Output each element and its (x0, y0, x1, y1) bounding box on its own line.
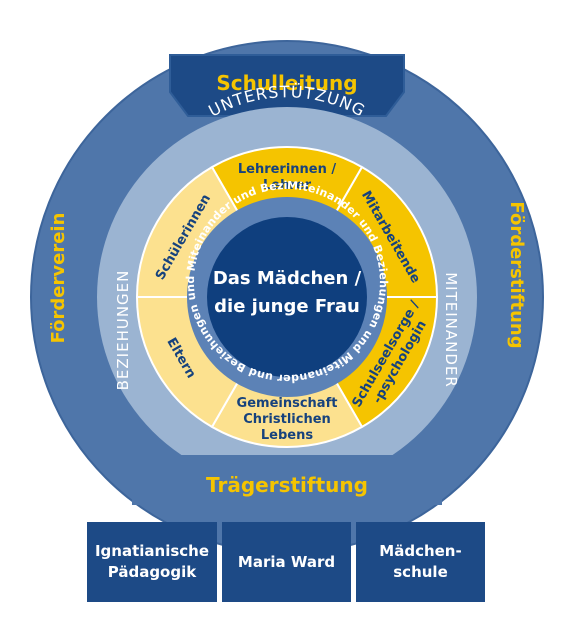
foerderstiftung-label: Förderstiftung (506, 201, 527, 348)
schulleitung-label: Schulleitung (216, 71, 357, 95)
schulleitung-banner (169, 54, 405, 117)
segment-label-lehrer: Lehrerinnen /Lehrer (238, 162, 337, 193)
beziehungen-label: BEZIEHUNGEN (114, 270, 132, 391)
pillar-ignatianische-paedagogik: Ignatianische Pädagogik (87, 522, 217, 602)
miteinander-label: MITEINANDER (442, 272, 460, 388)
pillar-maria-ward: Maria Ward (222, 522, 351, 602)
support-ring-gap (132, 455, 442, 505)
center-label-line1: Das Mädchen / (213, 268, 362, 289)
pillar-maedchenschule: Mädchen- schule (356, 522, 485, 602)
foerderverein-label: Förderverein (48, 213, 69, 344)
center-label-line2: die junge Frau (214, 296, 360, 317)
traegerstiftung-label: Trägerstiftung (206, 473, 368, 497)
center-circle (207, 217, 367, 377)
